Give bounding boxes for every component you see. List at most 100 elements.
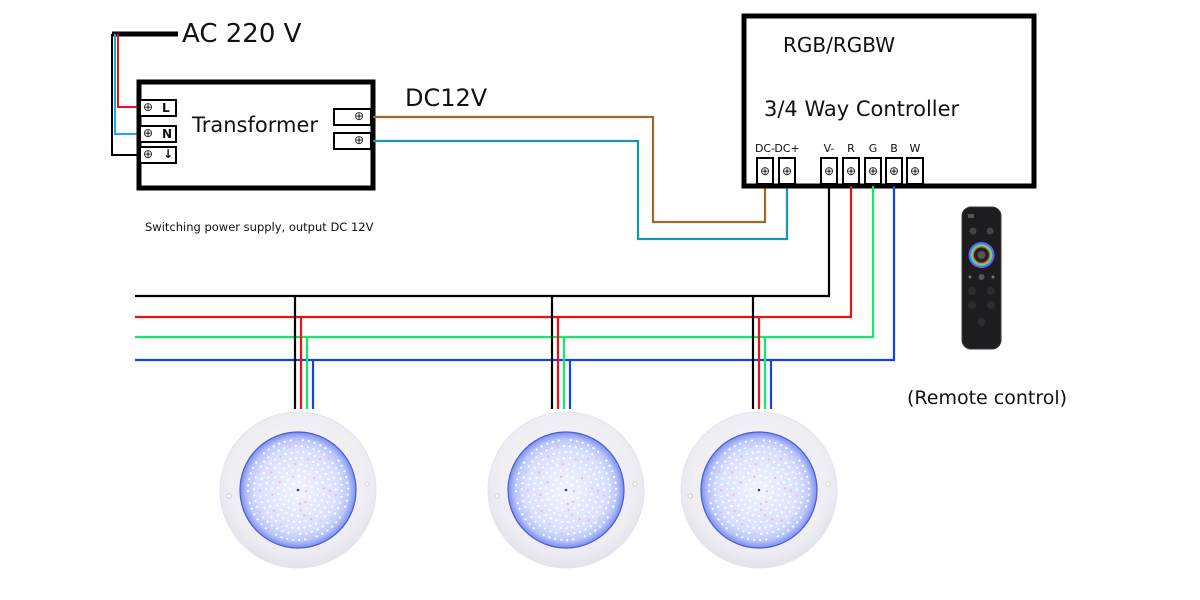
led-dot	[578, 491, 581, 494]
led-dot	[721, 522, 724, 526]
led-dot	[785, 472, 788, 476]
led-dot	[742, 530, 745, 533]
screw-terminal-icon: ⊕	[823, 164, 835, 178]
led-dot	[758, 468, 761, 472]
led-dot	[297, 474, 301, 478]
led-dot	[733, 509, 736, 512]
led-dot	[266, 499, 269, 502]
led-dot	[726, 482, 729, 485]
led-dot	[250, 507, 253, 510]
led-dot	[338, 516, 341, 519]
led-dot	[270, 487, 274, 490]
led-dot	[738, 449, 741, 452]
led-dot	[331, 461, 334, 464]
led-dot	[526, 511, 530, 514]
led-dot	[771, 485, 774, 488]
led-dot	[596, 489, 600, 492]
led-dot	[716, 461, 719, 464]
led-dot	[292, 538, 295, 541]
led-dot	[583, 471, 586, 474]
led-dot	[265, 467, 269, 470]
led-dot	[770, 524, 773, 528]
led-dot	[598, 471, 601, 474]
led-dot	[557, 457, 560, 461]
led-dot	[769, 480, 772, 483]
led-dot	[581, 454, 584, 457]
led-dot	[743, 489, 747, 492]
led-dot	[734, 466, 738, 469]
led-dot	[340, 495, 343, 498]
led-dot	[800, 477, 803, 480]
led-dot	[748, 531, 751, 535]
controller-title-line2: 3/4 Way Controller	[764, 97, 960, 121]
led-dot	[561, 508, 564, 511]
led-dot	[778, 450, 782, 453]
led-dot	[765, 500, 768, 503]
terminal-out-1	[333, 108, 372, 126]
led-dot	[601, 500, 604, 503]
led-dot	[608, 483, 611, 486]
led-dot	[581, 499, 585, 502]
led-dot	[614, 493, 617, 496]
led-dot	[327, 466, 330, 469]
led-dot	[524, 518, 527, 521]
remote-button	[986, 227, 994, 235]
led-dot	[750, 457, 753, 461]
led-dot	[538, 487, 542, 490]
led-dot	[764, 476, 767, 479]
led-dot	[289, 439, 292, 442]
led-dot	[528, 501, 532, 504]
led-dot	[298, 502, 301, 505]
led-dot	[561, 532, 564, 535]
led-dot	[584, 528, 587, 531]
led-dot	[305, 464, 308, 467]
led-dot	[549, 530, 552, 533]
led-dot	[585, 450, 589, 453]
led-dot	[568, 457, 572, 460]
led-dot	[274, 533, 277, 536]
led-dot	[795, 488, 799, 491]
led-dot	[755, 457, 759, 460]
terminal-out-1-symbol: ⊕	[354, 109, 365, 123]
led-dot	[540, 509, 543, 512]
led-dot	[771, 518, 774, 521]
led-dot	[316, 463, 320, 467]
led-dot	[556, 445, 559, 448]
led-dot	[797, 507, 801, 510]
led-dot	[297, 514, 300, 518]
led-dot	[559, 514, 562, 517]
screw-terminal-icon: ⊕	[867, 164, 879, 178]
led-dot	[279, 498, 282, 501]
led-dot	[605, 459, 608, 462]
led-dot	[571, 470, 574, 473]
led-dot	[326, 501, 329, 504]
led-dot	[262, 516, 265, 519]
led-dot	[272, 445, 275, 448]
led-dot	[252, 466, 255, 469]
led-dot	[327, 510, 331, 513]
screw-hole-icon	[226, 493, 232, 499]
led-dot	[583, 482, 586, 485]
led-dot	[572, 500, 575, 503]
light-center	[296, 488, 300, 492]
led-dot	[266, 511, 269, 514]
led-dot	[773, 460, 776, 463]
led-dot	[759, 520, 763, 524]
wire-live	[117, 34, 138, 108]
led-dot	[329, 450, 332, 453]
led-dot	[801, 464, 804, 467]
led-dot	[592, 472, 595, 476]
led-dot	[608, 464, 611, 467]
controller-terminal-dcminus	[756, 157, 774, 185]
led-dot	[294, 445, 297, 448]
led-dot	[541, 499, 544, 502]
led-dot	[777, 493, 780, 497]
led-dot	[771, 503, 774, 507]
terminal-label: W	[909, 142, 921, 155]
led-dot	[806, 499, 809, 502]
led-dot	[303, 514, 306, 517]
led-dot	[297, 468, 300, 472]
led-dot	[328, 484, 331, 487]
led-dot	[335, 521, 338, 524]
led-dot	[709, 478, 712, 481]
